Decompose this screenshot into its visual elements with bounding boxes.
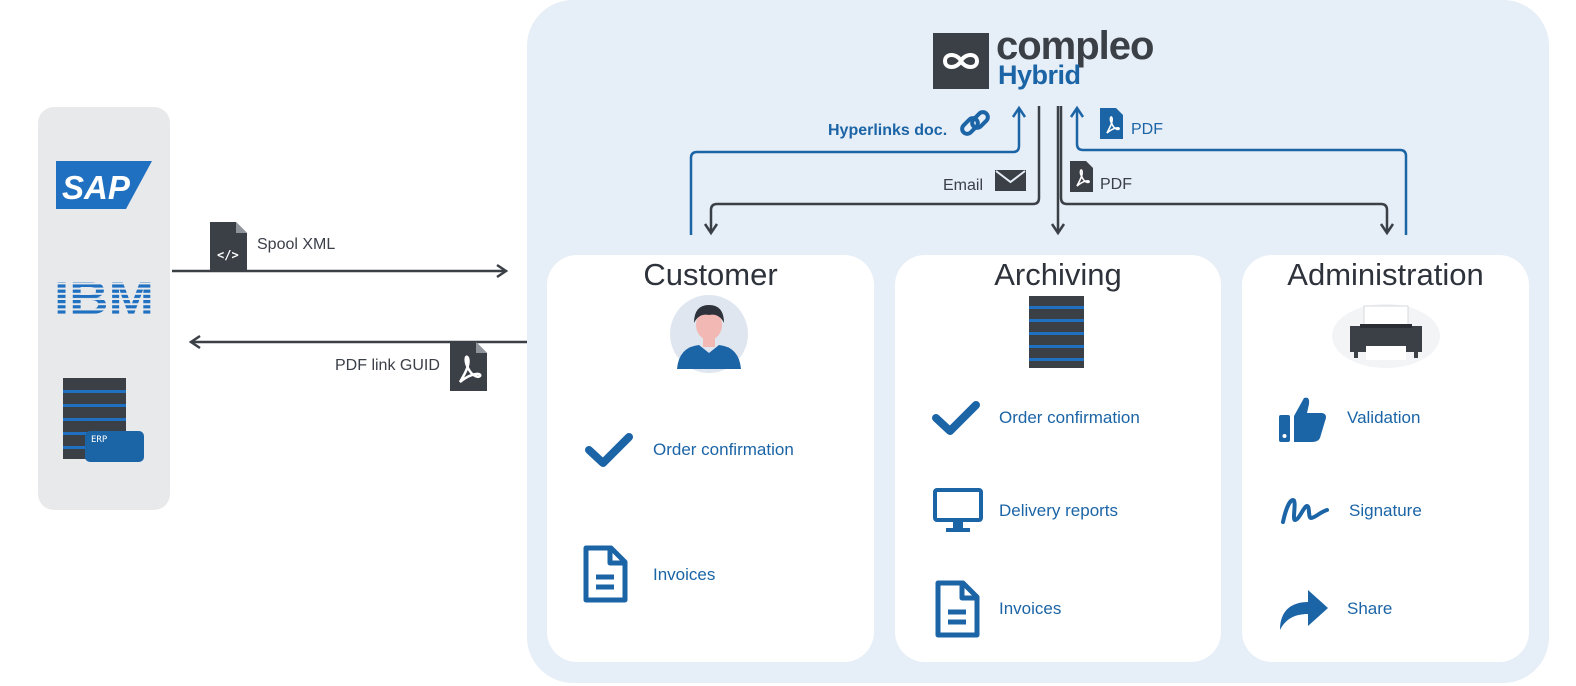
customer-order-check-icon — [585, 433, 633, 467]
pdf-file-icon-left — [450, 342, 487, 391]
customer-item-invoices: Invoices — [653, 565, 716, 584]
svg-text:</>: </> — [217, 248, 239, 262]
ibm-logo: IBM — [54, 272, 154, 324]
pdf-admin-label: PDF — [1131, 121, 1163, 138]
archiving-server-icon — [1029, 296, 1084, 368]
signature-icon — [1281, 497, 1329, 524]
pdf-icon-archiving — [1070, 161, 1093, 192]
admin-item-validation: Validation — [1347, 408, 1421, 427]
customer-title: Customer — [643, 257, 778, 292]
admin-item-share: Share — [1347, 599, 1393, 618]
pdf-archiving-label: PDF — [1100, 176, 1132, 193]
hyperlinks-doc-label: Hyperlinks doc. — [828, 122, 948, 139]
admin-item-signature: Signature — [1349, 501, 1422, 520]
share-arrow-icon — [1280, 590, 1328, 630]
administration-printer-icon — [1332, 304, 1440, 368]
validation-thumbs-up-icon — [1279, 397, 1326, 442]
sap-logo-text: SAP — [62, 169, 131, 206]
pdf-link-guid-label: PDF link GUID — [335, 357, 440, 374]
sap-logo: SAP ® — [56, 161, 152, 210]
customer-avatar-icon — [670, 295, 748, 373]
spool-xml-label: Spool XML — [257, 236, 336, 253]
svg-text:®: ® — [118, 201, 124, 210]
brand-product: Hybrid — [998, 60, 1081, 90]
customer-invoice-doc-icon — [583, 545, 628, 603]
xml-file-icon: </> — [210, 222, 247, 271]
archiving-invoice-doc-icon — [935, 580, 980, 638]
archiving-item-order-confirmation: Order confirmation — [999, 408, 1140, 427]
erp-server-icon: ERP — [63, 378, 144, 462]
compleo-logo-icon — [933, 33, 989, 89]
email-envelope-icon — [995, 170, 1026, 191]
archiving-title: Archiving — [994, 257, 1122, 292]
customer-item-order-confirmation: Order confirmation — [653, 440, 794, 459]
administration-title: Administration — [1287, 257, 1484, 292]
email-label: Email — [943, 177, 984, 194]
hyperlink-chain-icon — [960, 110, 990, 136]
archiving-order-check-icon — [932, 401, 980, 435]
pdf-icon-admin — [1100, 108, 1123, 139]
ibm-logo-text: IBM — [54, 272, 154, 324]
archiving-item-delivery-reports: Delivery reports — [999, 501, 1119, 520]
erp-badge-text: ERP — [91, 435, 108, 445]
archiving-item-invoices: Invoices — [999, 599, 1062, 618]
archiving-monitor-icon — [933, 488, 983, 532]
brand-name: compleo — [996, 24, 1154, 68]
